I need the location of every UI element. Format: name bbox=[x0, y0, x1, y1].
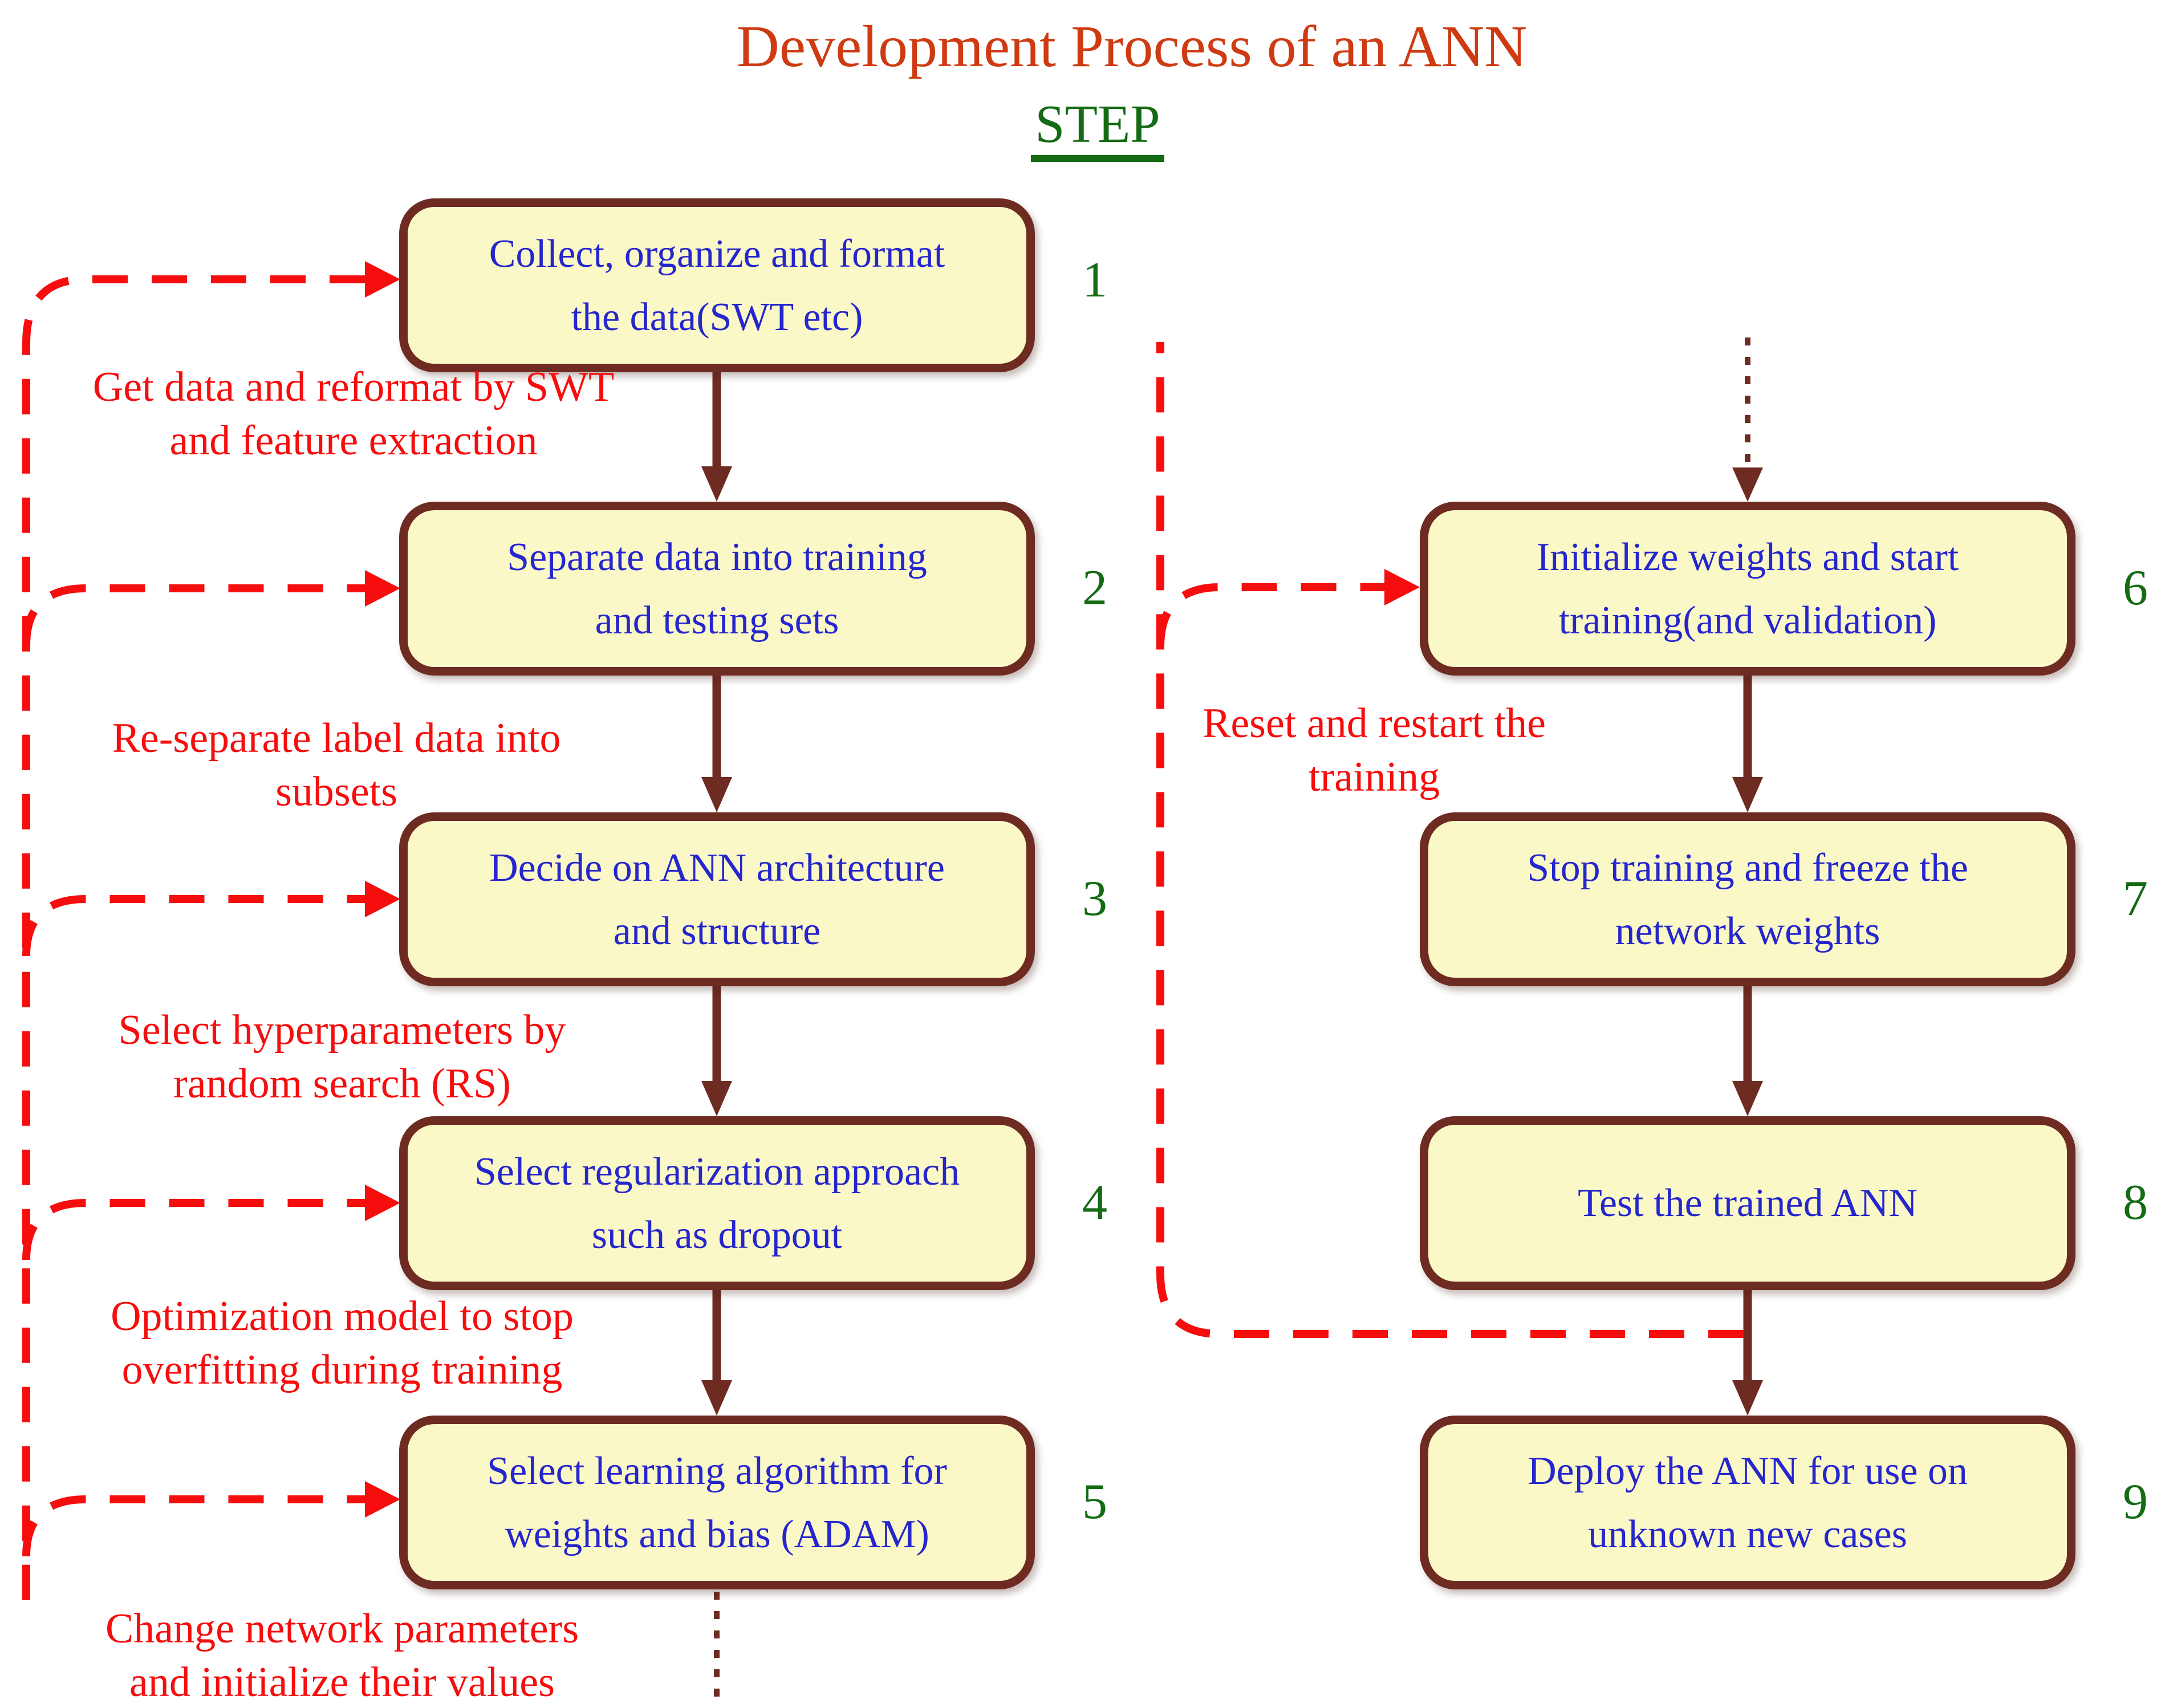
flow-arrow-step6-to-step7 bbox=[1732, 676, 1763, 812]
annotation-line: and feature extraction bbox=[169, 417, 538, 464]
feedback-branch-step2 bbox=[22, 584, 365, 646]
step-box-2-line: and testing sets bbox=[595, 598, 839, 642]
step-box-5: Select learning algorithm for weights an… bbox=[399, 1416, 1035, 1589]
annotation-optimization: Optimization model to stop overfitting d… bbox=[23, 1290, 661, 1397]
step-number-6: 6 bbox=[2123, 560, 2148, 616]
annotation-reset-restart: Reset and restart the training bbox=[1175, 697, 1574, 804]
step-box-7: Stop training and freeze the network wei… bbox=[1420, 812, 2075, 986]
step-number-3: 3 bbox=[1082, 871, 1107, 926]
step-box-8-line: Test the trained ANN bbox=[1578, 1181, 1918, 1225]
annotation-line: training bbox=[1308, 754, 1440, 800]
step-box-8: Test the trained ANN bbox=[1420, 1116, 2075, 1290]
feedback-loop-right-trunk bbox=[1156, 342, 1744, 1338]
flow-arrow-step1-to-step2 bbox=[701, 372, 732, 502]
flow-arrow-step3-to-step4 bbox=[701, 986, 732, 1116]
step-number-1: 1 bbox=[1082, 253, 1107, 308]
step-box-7-line: Stop training and freeze the bbox=[1527, 845, 1968, 890]
annotation-line: Select hyperparameters by bbox=[118, 1007, 566, 1054]
annotation-change-parameters: Change network parameters and initialize… bbox=[29, 1602, 656, 1708]
flow-arrow-step4-to-step5 bbox=[701, 1290, 732, 1416]
feedback-arrowhead-step5 bbox=[365, 1481, 400, 1518]
step-box-9-line: unknown new cases bbox=[1588, 1512, 1907, 1556]
feedback-arrowhead-step3 bbox=[365, 881, 400, 917]
step-number-4: 4 bbox=[1082, 1175, 1107, 1230]
step-box-2: Separate data into training and testing … bbox=[399, 502, 1035, 676]
feedback-branch-step4 bbox=[22, 1199, 365, 1260]
annotation-line: subsets bbox=[275, 768, 397, 815]
annotation-line: Re-separate label data into bbox=[112, 715, 561, 762]
feedback-arrowhead-step6 bbox=[1384, 569, 1420, 605]
step-box-2-line: Separate data into training bbox=[507, 535, 927, 579]
feedback-arrowhead-step1 bbox=[365, 261, 400, 298]
step-box-9: Deploy the ANN for use on unknown new ca… bbox=[1420, 1416, 2075, 1589]
step-box-1-line: Collect, organize and format bbox=[489, 231, 945, 276]
annotation-line: overfitting during training bbox=[121, 1347, 563, 1393]
step-box-9-line: Deploy the ANN for use on bbox=[1528, 1449, 1968, 1493]
dotted-continuation-into-step6 bbox=[1732, 337, 1763, 502]
flow-arrow-step7-to-step8 bbox=[1732, 986, 1763, 1116]
annotation-get-data: Get data and reformat by SWT and feature… bbox=[34, 360, 673, 467]
annotation-reseparate: Re-separate label data into subsets bbox=[23, 711, 650, 819]
step-number-2: 2 bbox=[1082, 560, 1107, 616]
step-box-3: Decide on ANN architecture and structure bbox=[399, 812, 1035, 986]
step-box-3-line: and structure bbox=[613, 909, 821, 953]
flow-arrow-step8-to-step9 bbox=[1732, 1290, 1763, 1416]
feedback-branch-step6 bbox=[1156, 583, 1384, 648]
step-box-6-line: training(and validation) bbox=[1558, 598, 1937, 642]
annotation-line: and initialize their values bbox=[129, 1659, 555, 1706]
step-box-7-line: network weights bbox=[1615, 909, 1880, 953]
step-box-5-line: weights and bias (ADAM) bbox=[505, 1512, 929, 1556]
step-number-9: 9 bbox=[2123, 1474, 2148, 1530]
step-box-1-line: the data(SWT etc) bbox=[571, 295, 863, 339]
page-title: Development Process of an ANN bbox=[736, 14, 1528, 79]
step-number-7: 7 bbox=[2123, 871, 2148, 926]
step-box-3-line: Decide on ANN architecture bbox=[489, 845, 945, 890]
step-box-4-line: Select regularization approach bbox=[474, 1149, 960, 1194]
step-box-6: Initialize weights and start training(an… bbox=[1420, 502, 2075, 676]
annotation-line: Reset and restart the bbox=[1202, 700, 1546, 747]
annotation-line: Optimization model to stop bbox=[111, 1293, 574, 1340]
step-box-5-line: Select learning algorithm for bbox=[487, 1449, 947, 1493]
step-number-5: 5 bbox=[1082, 1474, 1107, 1530]
feedback-branch-step3 bbox=[22, 895, 365, 957]
step-number-8: 8 bbox=[2123, 1175, 2148, 1230]
step-box-6-line: Initialize weights and start bbox=[1536, 535, 1959, 579]
annotation-hyperparameters: Select hyperparameters by random search … bbox=[29, 1003, 656, 1111]
annotation-line: Get data and reformat by SWT bbox=[92, 364, 615, 410]
step-box-4: Select regularization approach such as d… bbox=[399, 1116, 1035, 1290]
feedback-arrowhead-step4 bbox=[365, 1185, 400, 1221]
feedback-arrowhead-step2 bbox=[365, 570, 400, 607]
annotation-line: random search (RS) bbox=[173, 1060, 511, 1107]
step-column-header: STEP bbox=[1031, 96, 1164, 162]
step-box-1: Collect, organize and format the data(SW… bbox=[399, 198, 1035, 372]
feedback-branch-step5 bbox=[22, 1495, 365, 1557]
feedback-loop-left-trunk bbox=[22, 275, 365, 1608]
step-box-4-line: such as dropout bbox=[591, 1213, 843, 1257]
flow-arrow-step2-to-step3 bbox=[701, 676, 732, 812]
annotation-line: Change network parameters bbox=[105, 1605, 579, 1652]
